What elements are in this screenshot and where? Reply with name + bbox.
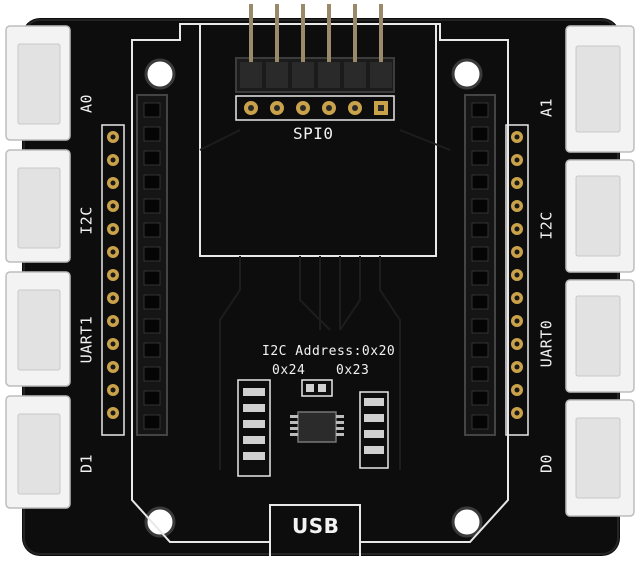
module-outline bbox=[199, 23, 437, 257]
label-uart0: UART0 bbox=[537, 319, 556, 368]
usb-outline bbox=[269, 504, 361, 556]
mounting-holes bbox=[144, 58, 483, 538]
address-left-label: 0x24 bbox=[272, 363, 306, 378]
label-i2c-left: I2C bbox=[77, 206, 96, 235]
left-pad-column bbox=[101, 124, 125, 436]
spi-pins bbox=[249, 4, 383, 62]
traces bbox=[199, 129, 451, 470]
label-a1: A1 bbox=[537, 97, 556, 118]
label-i2c-right: I2C bbox=[537, 211, 556, 240]
label-d1: D1 bbox=[77, 453, 96, 474]
left-female-header bbox=[136, 94, 168, 436]
spi-header-label: SPI0 bbox=[293, 124, 334, 143]
spi-header-body bbox=[235, 57, 395, 93]
spi-header-cells bbox=[240, 62, 392, 88]
right-grove-inner bbox=[575, 45, 621, 499]
usb-label: USB bbox=[292, 514, 340, 538]
i2c-expander-area bbox=[237, 379, 389, 477]
right-female-header bbox=[464, 94, 496, 436]
label-a0: A0 bbox=[77, 93, 96, 114]
spi-pads bbox=[235, 95, 395, 121]
label-uart1: UART1 bbox=[77, 315, 96, 364]
address-right-label: 0x23 bbox=[336, 363, 370, 378]
left-grove-inner bbox=[17, 43, 61, 495]
i2c-address-label: I2C Address:0x20 bbox=[262, 344, 396, 359]
right-pad-column bbox=[505, 124, 529, 436]
label-d0: D0 bbox=[537, 453, 556, 474]
